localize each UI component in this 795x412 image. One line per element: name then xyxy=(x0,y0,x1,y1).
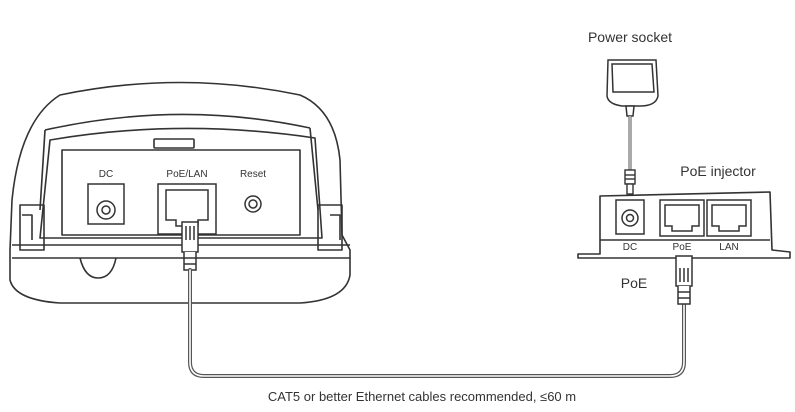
cpe-reset-label: Reset xyxy=(240,169,266,180)
cpe-rj45-plug xyxy=(181,221,199,271)
ethernet-cable xyxy=(188,268,686,378)
cpe-dc-port xyxy=(87,183,125,225)
cpe-dc-label: DC xyxy=(99,169,113,180)
poe-injector xyxy=(577,191,791,259)
dc-plug xyxy=(624,169,636,195)
injector-poe-label: PoE xyxy=(673,242,692,253)
injector-rj45-plug xyxy=(675,255,693,305)
cpe-reset-button xyxy=(244,195,262,213)
injector-poe-port xyxy=(659,199,705,237)
cpe-device xyxy=(9,81,351,304)
cpe-poe-lan-label: PoE/LAN xyxy=(166,169,207,180)
poe-label: PoE xyxy=(621,275,647,291)
injector-lan-port xyxy=(706,199,752,237)
power-socket-label: Power socket xyxy=(588,29,672,45)
ethernet-cable-core xyxy=(189,269,685,377)
injector-lan-label: LAN xyxy=(719,242,738,253)
poe-injector-label: PoE injector xyxy=(680,163,756,179)
injector-dc-port xyxy=(615,199,645,235)
injector-dc-label: DC xyxy=(623,242,637,253)
cable-note: CAT5 or better Ethernet cables recommend… xyxy=(268,389,576,404)
power-adapter xyxy=(606,59,659,117)
